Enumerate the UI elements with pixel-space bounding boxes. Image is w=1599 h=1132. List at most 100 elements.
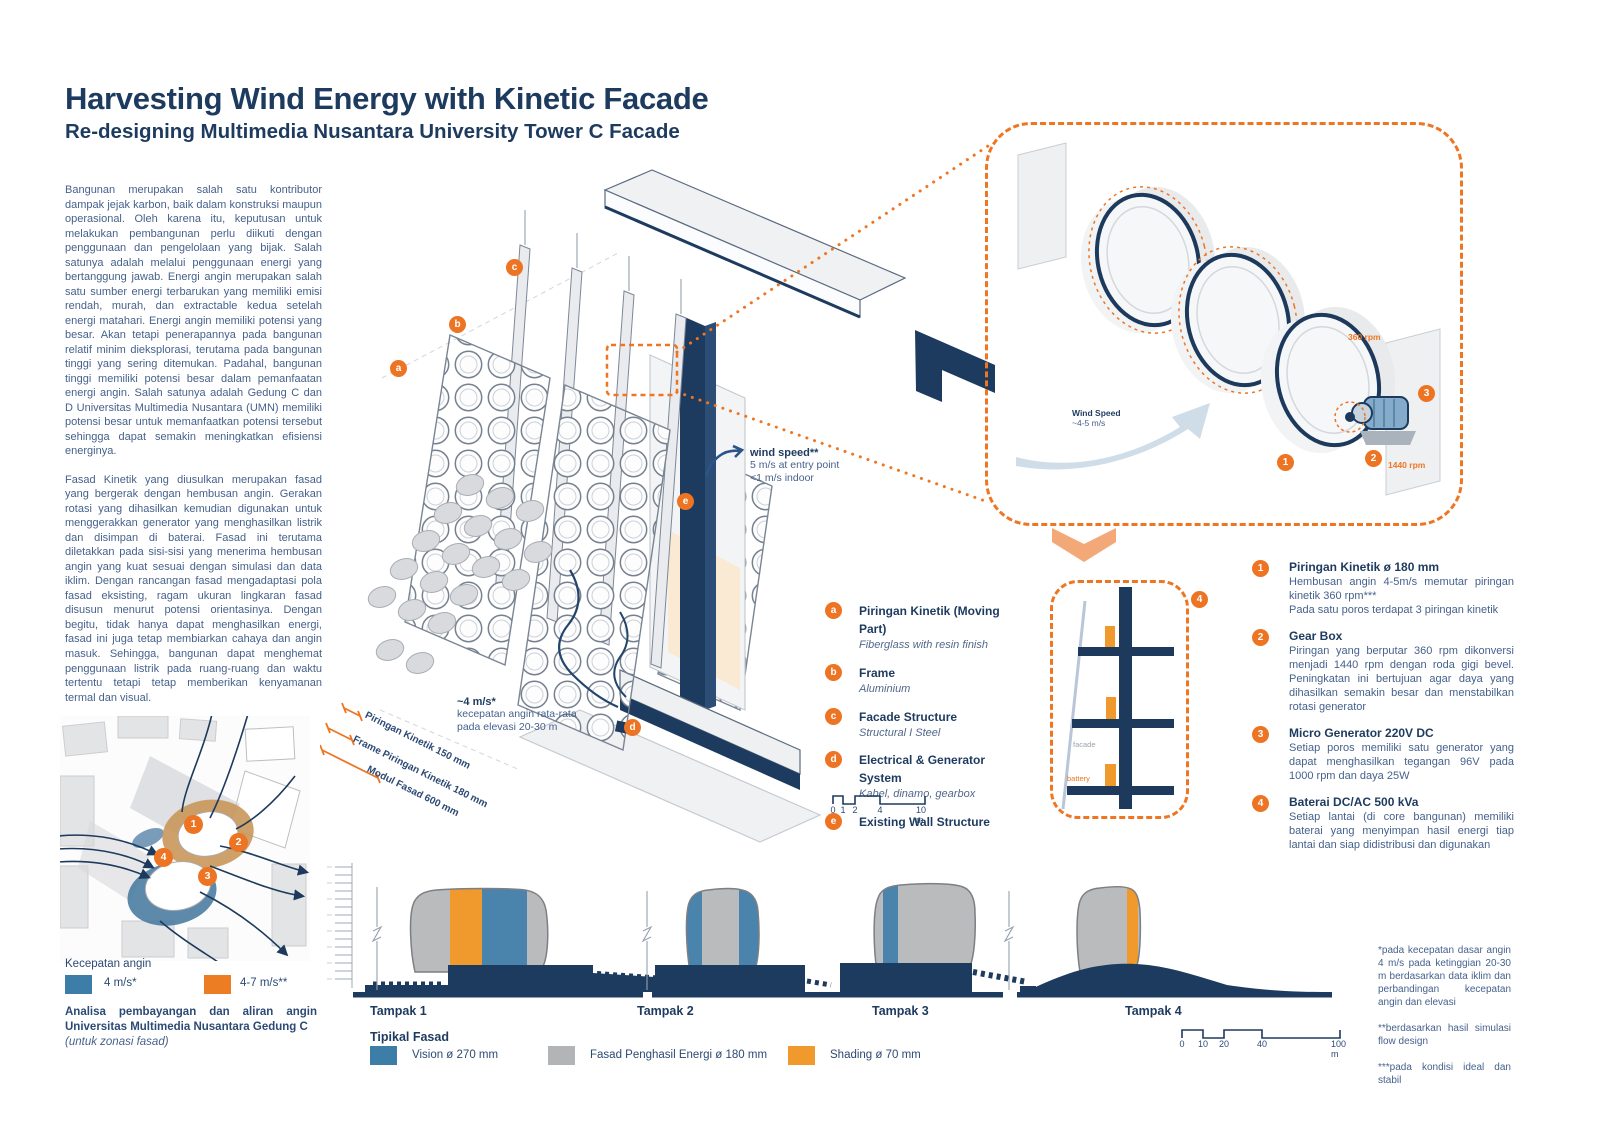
scale-bar-large: 0 10 20 40 100 m <box>1178 1026 1358 1059</box>
wind-speed-callout: wind speed** 5 m/s at entry point <1 m/s… <box>750 447 870 485</box>
wind-4ms-label: 4 m/s* <box>104 977 137 989</box>
legend-item-d: d Electrical & Generator System Kabel, d… <box>825 751 1030 802</box>
footnotes: *pada kecepatan dasar angin 4 m/s pada k… <box>1378 944 1511 1100</box>
elevation-label-1: Tampak 1 <box>370 1004 427 1018</box>
axon-marker-c: c <box>506 259 523 276</box>
energi-swatch <box>548 1046 575 1065</box>
avg-wind-note: ~4 m/s* kecepatan angin rata-rata pada e… <box>457 696 627 734</box>
tipikal-fasad-title: Tipikal Fasad <box>370 1030 449 1044</box>
vision-label: Vision ø 270 mm <box>412 1049 499 1061</box>
system-body-3: Setiap poros memiliki satu generator yan… <box>1289 741 1514 782</box>
legend-title-e: Existing Wall Structure <box>859 815 990 829</box>
axonometric-facade-drawing <box>320 169 995 843</box>
system-body-1: Hembusan angin 4-5m/s memutar piringan k… <box>1289 576 1514 616</box>
detail-marker-2: 2 <box>1365 450 1382 467</box>
system-badge-2: 2 <box>1252 628 1269 646</box>
legend-title-c: Facade Structure <box>859 709 958 724</box>
detail-marker-1: 1 <box>1277 454 1294 471</box>
wind-4ms-swatch <box>65 975 92 994</box>
elevation-label-2: Tampak 2 <box>637 1004 694 1018</box>
detail-panel <box>985 122 1463 526</box>
legend-badge-d: d <box>825 751 842 769</box>
system-badge-1: 1 <box>1252 560 1269 577</box>
map-caption: Analisa pembayangan dan aliran angin Uni… <box>65 1005 317 1050</box>
legend-title-b: Frame <box>859 665 896 680</box>
scale2-tick-10: 10 <box>1197 1039 1209 1049</box>
vision-swatch <box>370 1046 397 1065</box>
detail-marker-3: 3 <box>1418 385 1435 402</box>
section-marker-4: 4 <box>1191 591 1208 608</box>
axon-marker-d: d <box>624 719 641 736</box>
elevation-drawings <box>327 863 1332 998</box>
legend-badge-c: c <box>825 707 842 725</box>
legend-sub-d: Kabel, dinamo, gearbox <box>859 788 976 801</box>
legend-item-c: c Facade Structure Structural I Steel <box>825 707 1030 741</box>
site-map <box>60 716 310 961</box>
map-caption-note: (untuk zonasi fasad) <box>65 1035 169 1048</box>
page-title: Harvesting Wind Energy with Kinetic Faca… <box>65 81 709 116</box>
component-legend: a Piringan Kinetik (Moving Part) Fibergl… <box>825 602 1030 842</box>
system-title-3: Micro Generator 220V DC <box>1289 725 1434 740</box>
elevation-label-4: Tampak 4 <box>1125 1004 1182 1018</box>
header: Harvesting Wind Energy with Kinetic Faca… <box>65 81 965 144</box>
scale-bar-small-line <box>832 795 926 805</box>
legend-title-a: Piringan Kinetik (Moving Part) <box>859 604 1000 636</box>
legend-sub-b: Aluminium <box>859 682 911 695</box>
system-list: 1 Piringan Kinetik ø 180 mm Hembusan ang… <box>1252 560 1514 864</box>
avg-wind-line2: pada elevasi 20-30 m <box>457 721 558 734</box>
intro-text: Bangunan merupakan salah satu kontributo… <box>65 183 322 719</box>
scale1-tick-0: 0 <box>830 805 836 815</box>
axon-marker-e: e <box>677 493 694 510</box>
system-body-4: Setiap lantai (di core bangunan) memilik… <box>1289 810 1514 851</box>
footnote-3: ***pada kondisi ideal dan stabil <box>1378 1062 1511 1086</box>
scale1-tick-10: 10 m <box>916 805 927 825</box>
map-marker-2: 2 <box>229 833 248 852</box>
system-item-2: 2 Gear Box Piringan yang berputar 360 rp… <box>1252 628 1514 715</box>
system-title-2: Gear Box <box>1289 628 1343 643</box>
scale1-tick-1: 1 <box>840 805 846 815</box>
detail-wind-line2: ~4-5 m/s <box>1072 418 1106 429</box>
legend-item-b: b Frame Aluminium <box>825 663 1030 697</box>
rpm-label-1440: 1440 rpm <box>1388 460 1426 470</box>
section-battery-label: battery <box>1067 774 1090 783</box>
legend-sub-c: Structural I Steel <box>859 726 941 739</box>
legend-item-a: a Piringan Kinetik (Moving Part) Fibergl… <box>825 602 1030 653</box>
legend-badge-e: e <box>825 813 842 830</box>
detail-wind-line1: Wind Speed <box>1072 408 1121 418</box>
disc-axle-diagram <box>1016 142 1441 496</box>
map-caption-text: Analisa pembayangan dan aliran angin Uni… <box>65 1006 317 1033</box>
axon-marker-b: b <box>449 316 466 333</box>
section-diagram-drawing <box>1061 587 1174 809</box>
system-body-2: Piringan yang berputar 360 rpm dikonvers… <box>1289 644 1514 713</box>
system-title-4: Baterai DC/AC 500 kVa <box>1289 794 1419 809</box>
legend-badge-b: b <box>825 663 842 681</box>
system-item-1: 1 Piringan Kinetik ø 180 mm Hembusan ang… <box>1252 560 1514 618</box>
wind-47ms-swatch <box>204 975 231 994</box>
energi-label: Fasad Penghasil Energi ø 180 mm <box>590 1049 768 1061</box>
scale1-tick-2: 2 <box>852 805 858 815</box>
system-item-4: 4 Baterai DC/AC 500 kVa Setiap lantai (d… <box>1252 794 1514 853</box>
wind-speed-line2: <1 m/s indoor <box>750 472 814 485</box>
avg-wind-line1: kecepatan angin rata-rata <box>457 708 577 720</box>
system-badge-4: 4 <box>1252 794 1269 812</box>
scale-bar-large-line <box>1181 1029 1341 1039</box>
section-facade-label: facade <box>1073 740 1096 749</box>
system-title-1: Piringan Kinetik ø 180 mm <box>1289 560 1440 574</box>
map-marker-1: 1 <box>184 815 203 834</box>
legend-badge-a: a <box>825 602 842 619</box>
scale2-tick-0: 0 <box>1179 1039 1185 1049</box>
scale2-tick-100: 100 m <box>1331 1039 1347 1059</box>
footnote-2: **berdasarkan hasil simulasi flow design <box>1378 1023 1511 1047</box>
scale-bar-small: 0 1 2 4 10 m <box>818 792 943 825</box>
intro-paragraph-1: Bangunan merupakan salah satu kontributo… <box>65 184 322 458</box>
system-item-3: 3 Micro Generator 220V DC Setiap poros m… <box>1252 725 1514 784</box>
detail-wind-label: Wind Speed ~4-5 m/s <box>1072 408 1121 428</box>
wind-speed-title: wind speed** <box>750 447 819 459</box>
map-marker-4: 4 <box>154 848 173 867</box>
shading-label: Shading ø 70 mm <box>830 1049 921 1061</box>
shading-swatch <box>788 1046 815 1065</box>
legend-title-d: Electrical & Generator System <box>859 753 986 786</box>
footnote-1: *pada kecepatan dasar angin 4 m/s pada k… <box>1378 945 1511 1008</box>
rpm-label-360: 360 rpm <box>1348 332 1381 342</box>
